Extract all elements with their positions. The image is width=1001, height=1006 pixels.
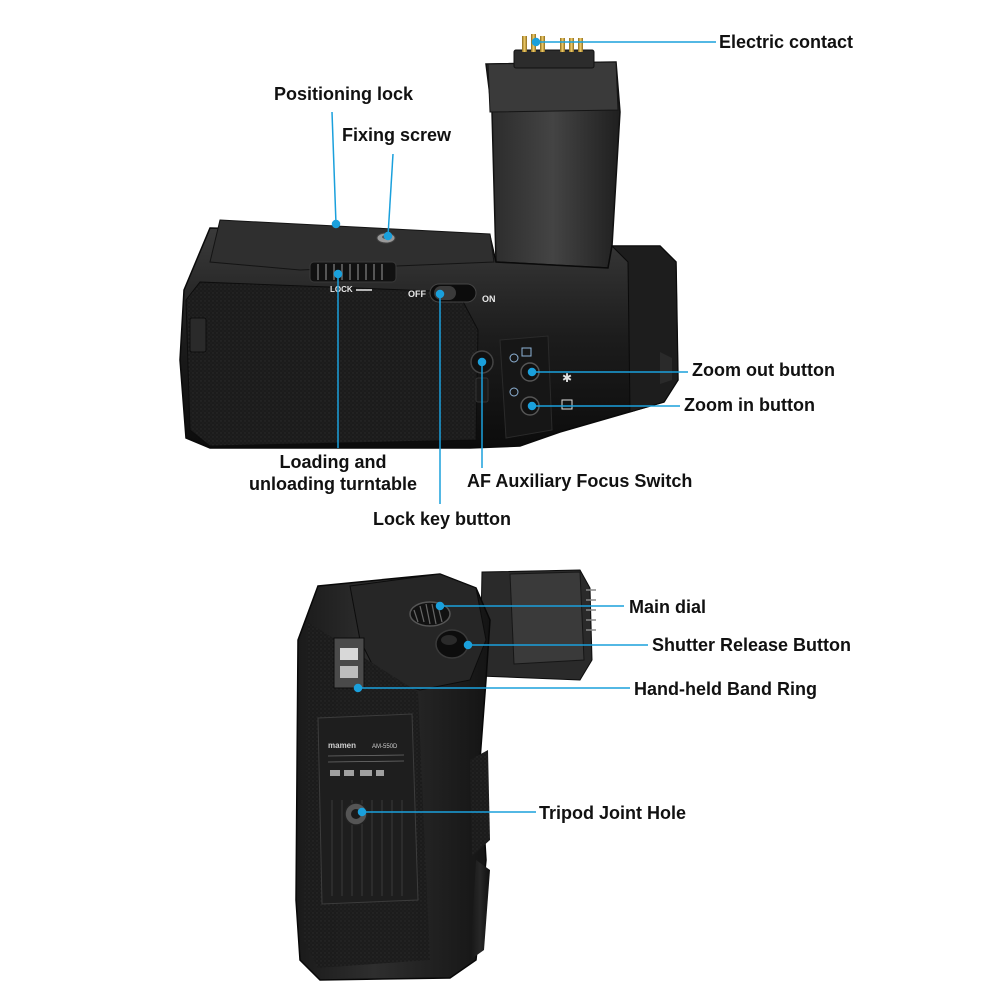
asterisk-icon: ✱ — [562, 371, 572, 385]
loading-turntable-label-line1: Loading and — [279, 452, 387, 472]
lock-key-button-label: Lock key button — [373, 509, 512, 529]
model-marking: AM-550D — [372, 744, 398, 750]
bottom-grip-device: mamen AM-550D — [295, 569, 596, 981]
main-dial-label: Main dial — [629, 597, 707, 617]
lock-marking: LOCK — [330, 285, 353, 294]
loading-turntable-label: Loading and unloading turntable — [240, 451, 426, 495]
hand-band-ring-label: Hand-held Band Ring — [634, 679, 817, 699]
brand-marking: mamen — [328, 741, 356, 750]
shutter-release-label: Shutter Release Button — [652, 635, 852, 655]
leader-lines — [331, 37, 716, 817]
top-grip-device: LOCK OFF ON ✱ — [179, 34, 679, 449]
tripod-hole-label: Tripod Joint Hole — [539, 803, 686, 823]
off-marking: OFF — [408, 289, 426, 299]
on-marking: ON — [482, 294, 496, 304]
fixing-screw-label: Fixing screw — [342, 125, 452, 145]
loading-turntable-label-line2: unloading turntable — [249, 474, 417, 494]
af-focus-switch-label: AF Auxiliary Focus Switch — [467, 471, 693, 491]
zoom-in-button-label: Zoom in button — [684, 395, 815, 415]
zoom-out-button-label: Zoom out button — [692, 360, 835, 380]
electric-contact-label: Electric contact — [719, 32, 854, 52]
electric-contact-pins — [522, 34, 583, 52]
positioning-lock-label: Positioning lock — [274, 84, 414, 104]
